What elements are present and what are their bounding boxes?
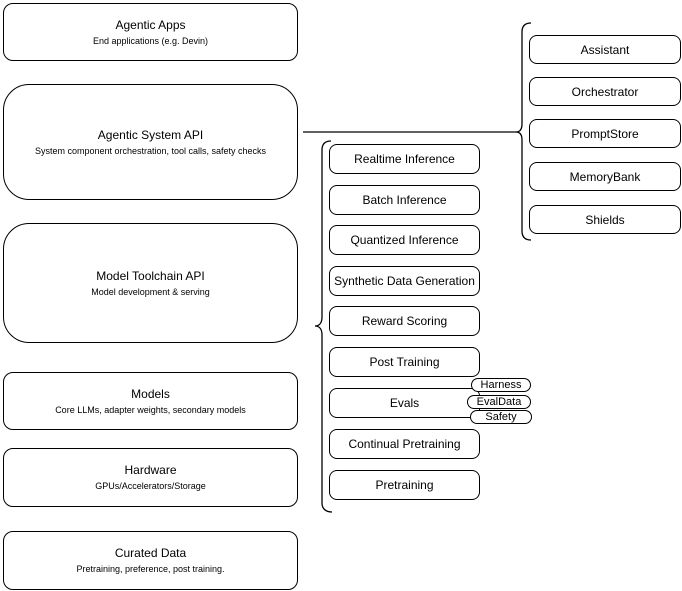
- box-model-toolchain-api-title: Model Toolchain API: [96, 268, 205, 283]
- evals-tag-harness: Harness: [471, 378, 531, 392]
- toolchain-item-evals: Evals: [329, 388, 480, 418]
- system-item-orchestrator: Orchestrator: [529, 77, 681, 106]
- box-models: Models Core LLMs, adapter weights, secon…: [3, 372, 298, 430]
- box-agentic-apps-subtitle: End applications (e.g. Devin): [92, 35, 209, 46]
- box-models-subtitle: Core LLMs, adapter weights, secondary mo…: [55, 404, 246, 415]
- box-curated-data-title: Curated Data: [114, 546, 187, 560]
- evals-tag-evaldata: EvalData: [467, 395, 531, 409]
- box-curated-data: Curated Data Pretraining, preference, po…: [3, 531, 298, 590]
- box-agentic-apps: Agentic Apps End applications (e.g. Devi…: [3, 3, 298, 61]
- toolchain-item-reward-scoring: Reward Scoring: [329, 306, 480, 336]
- box-hardware: Hardware GPUs/Accelerators/Storage: [3, 448, 298, 507]
- box-agentic-system-api: Agentic System API System component orch…: [3, 84, 298, 200]
- toolchain-item-quantized-inference: Quantized Inference: [329, 225, 480, 255]
- box-agentic-system-api-subtitle: System component orchestration, tool cal…: [34, 145, 267, 156]
- toolchain-item-post-training: Post Training: [329, 347, 480, 377]
- toolchain-item-continual-pretraining: Continual Pretraining: [329, 429, 480, 459]
- toolchain-item-batch-inference: Batch Inference: [329, 185, 480, 215]
- toolchain-item-realtime-inference: Realtime Inference: [329, 144, 480, 174]
- box-curated-data-subtitle: Pretraining, preference, post training.: [76, 564, 225, 574]
- box-agentic-system-api-title: Agentic System API: [97, 127, 204, 142]
- box-model-toolchain-api-subtitle: Model development & serving: [91, 286, 210, 297]
- box-hardware-title: Hardware: [124, 463, 177, 477]
- box-hardware-subtitle: GPUs/Accelerators/Storage: [95, 481, 206, 491]
- system-item-memorybank: MemoryBank: [529, 162, 681, 191]
- evals-tag-safety: Safety: [470, 410, 532, 424]
- toolchain-item-pretraining: Pretraining: [329, 470, 480, 500]
- system-item-shields: Shields: [529, 205, 681, 234]
- box-agentic-apps-title: Agentic Apps: [115, 17, 186, 32]
- box-model-toolchain-api: Model Toolchain API Model development & …: [3, 223, 298, 343]
- box-models-title: Models: [131, 386, 170, 401]
- toolchain-item-synthetic-data-generation: Synthetic Data Generation: [329, 266, 480, 296]
- system-item-promptstore: PromptStore: [529, 119, 681, 148]
- system-item-assistant: Assistant: [529, 35, 681, 64]
